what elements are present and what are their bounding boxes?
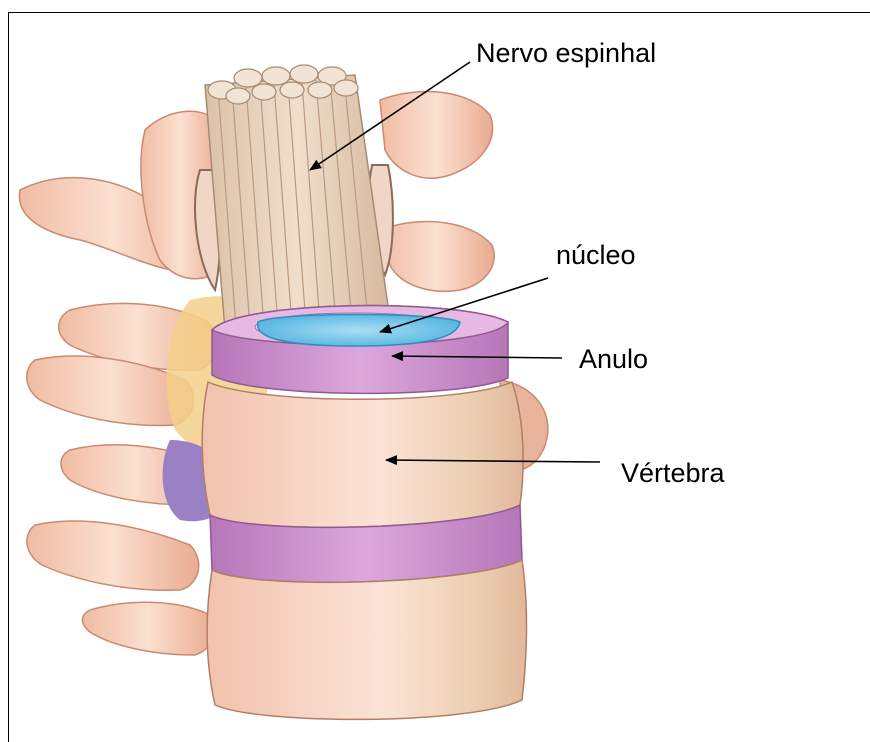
vertebral-body: [202, 382, 523, 527]
spinal-nerve: [205, 65, 390, 330]
label-nucleus: núcleo: [556, 240, 636, 271]
intervertebral-disc-upper: [212, 306, 508, 394]
nucleus-pulposus: [258, 315, 460, 347]
label-spinal-nerve: Nervo espinhal: [476, 38, 656, 69]
label-vertebra: Vértebra: [621, 458, 725, 489]
lower-vertebral-body: [207, 560, 526, 719]
label-annulus: Anulo: [579, 344, 648, 375]
